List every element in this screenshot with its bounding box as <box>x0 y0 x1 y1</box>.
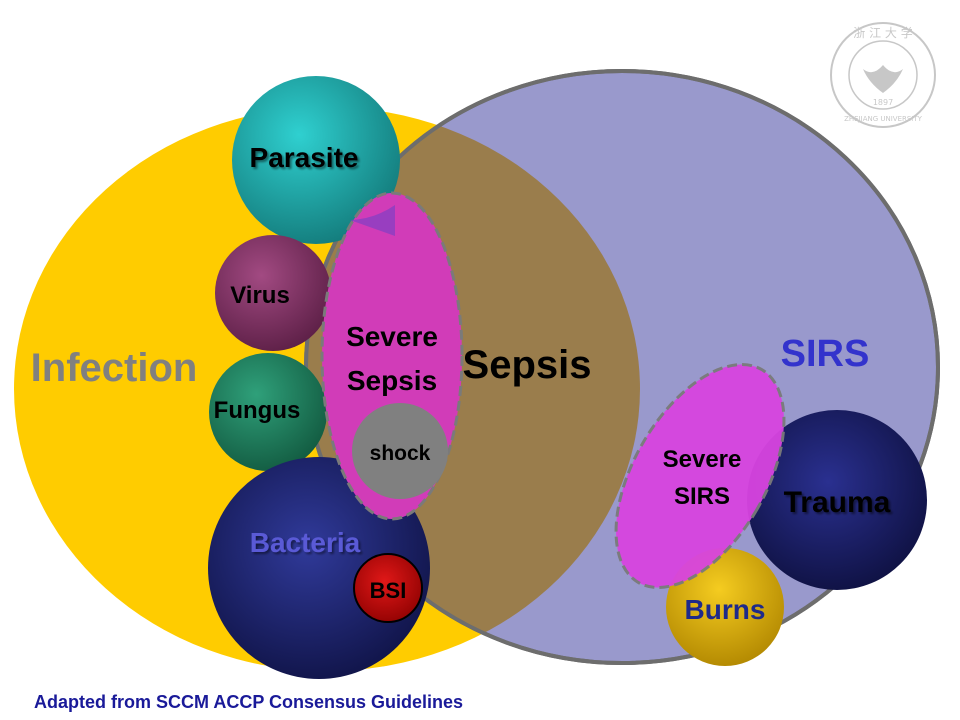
logo-outer-ring <box>830 22 936 128</box>
fungus-label: Fungus <box>214 397 301 424</box>
virus-circle <box>215 235 331 351</box>
fungus-circle <box>209 353 327 471</box>
severe-sirs-label-line1: Severe <box>663 446 742 473</box>
logo-inner-ring <box>848 40 918 110</box>
virus-label: Virus <box>230 282 290 309</box>
shock-circle <box>352 403 448 499</box>
logo-year: 1897 <box>873 98 893 107</box>
sepsis-overlap <box>306 107 640 663</box>
bacteria-label: Bacteria <box>250 527 361 558</box>
sirs-label: SIRS <box>781 333 870 375</box>
bsi-label: BSI <box>370 578 407 603</box>
trauma-label: Trauma <box>784 486 891 519</box>
parasite-circle <box>232 76 400 244</box>
sepsis-label: Sepsis <box>463 343 592 387</box>
shock-label: shock <box>370 442 431 465</box>
severe-sirs-label-line2: SIRS <box>674 483 730 510</box>
university-logo: 浙 江 大 学 1897 ZHEJIANG UNIVERSITY <box>830 22 936 128</box>
logo-chinese-text: 浙 江 大 学 <box>853 25 912 40</box>
infection-label: Infection <box>31 346 198 390</box>
severe-sepsis-label-line2: Sepsis <box>347 365 437 396</box>
source-caption: Adapted from SCCM ACCP Consensus Guideli… <box>34 692 464 712</box>
trauma-circle <box>747 410 927 590</box>
severe-sirs-ellipse <box>614 362 786 590</box>
logo-emblem-icon <box>863 65 903 93</box>
parasite-label: Parasite <box>250 142 359 173</box>
logo-english-text: ZHEJIANG UNIVERSITY <box>844 115 923 123</box>
severe-sepsis-label-line1: Severe <box>346 321 438 352</box>
bsi-circle <box>353 553 423 623</box>
burns-circle <box>666 548 784 666</box>
burns-label: Burns <box>685 594 766 625</box>
severe-sepsis-overlap-tint <box>350 205 395 236</box>
